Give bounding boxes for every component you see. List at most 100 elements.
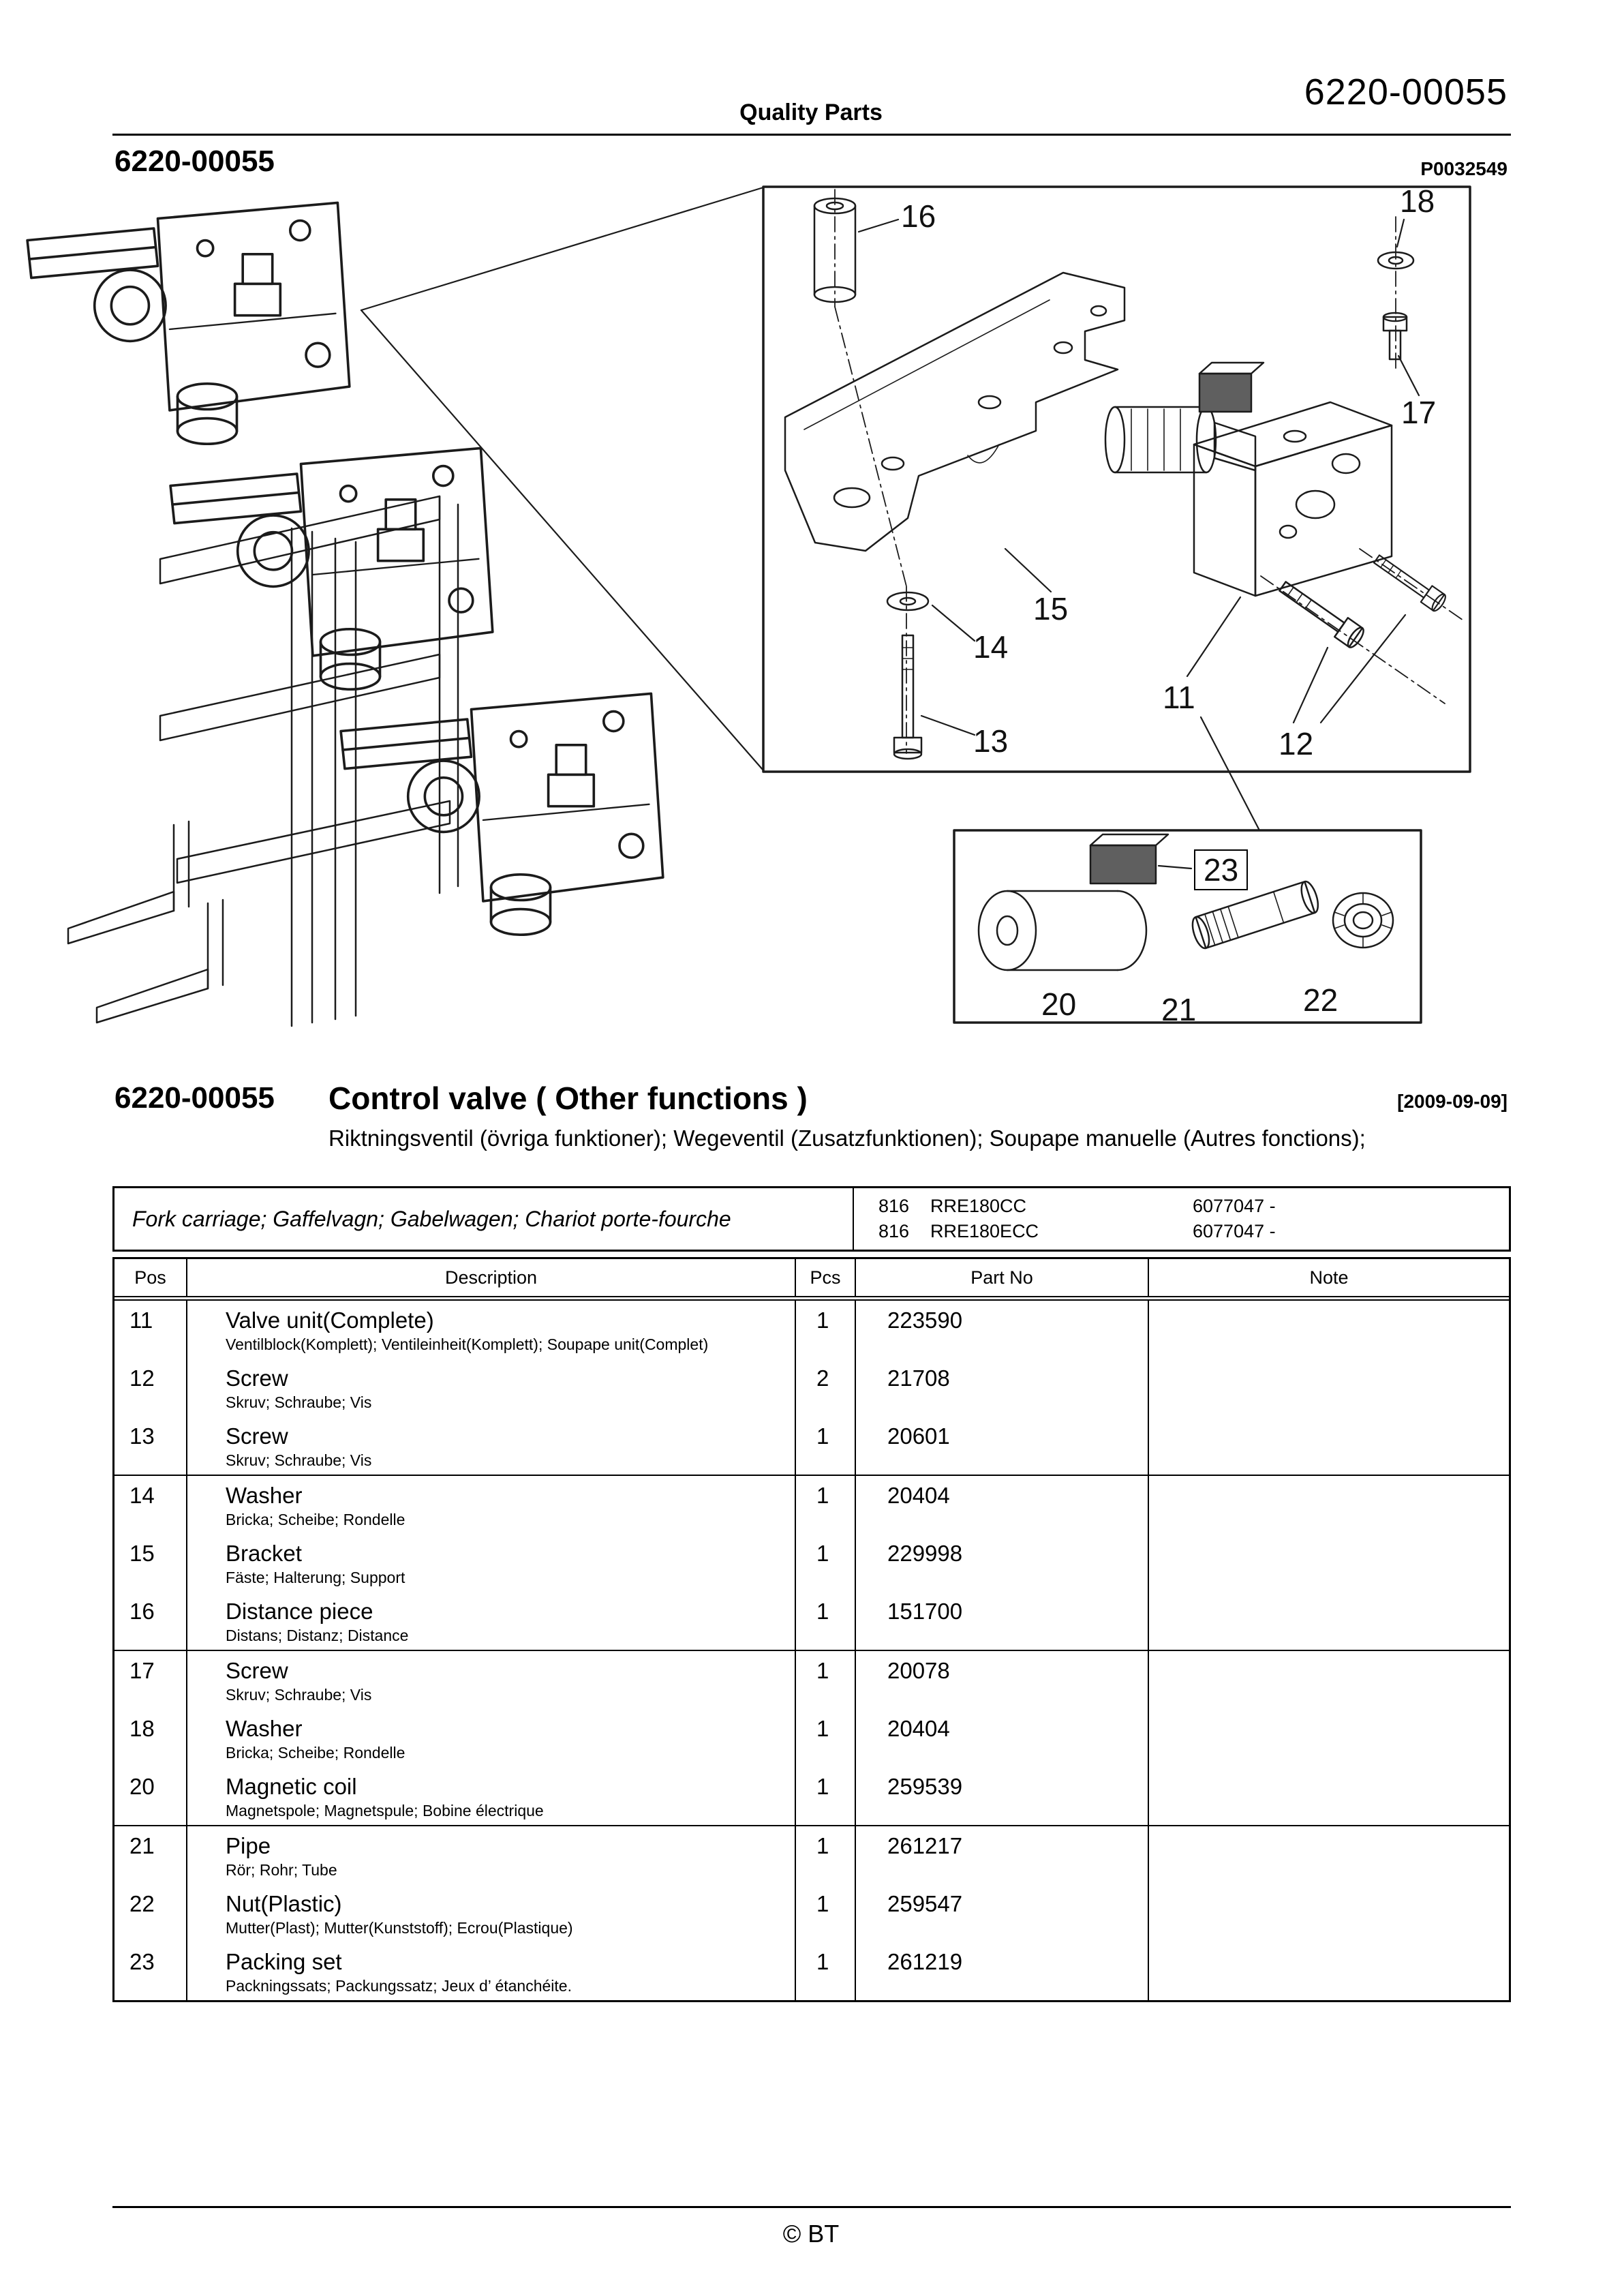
- cell-part-no: 20078: [856, 1651, 1149, 1709]
- cell-pos: 23: [114, 1942, 187, 2000]
- callout-20: 20: [1041, 986, 1077, 1022]
- part-description: Valve unit(Complete): [226, 1308, 434, 1333]
- model-header: Fork carriage; Gaffelvagn; Gabelwagen; C…: [112, 1186, 1511, 1252]
- magnetic-coil-drawing: [977, 833, 1169, 971]
- cell-pcs: 1: [796, 1826, 856, 1884]
- cell-pcs: 1: [796, 1301, 856, 1359]
- cell-description: Valve unit(Complete) Ventilblock(Komplet…: [187, 1301, 796, 1359]
- cell-part-no: 151700: [856, 1592, 1149, 1650]
- table-row: 12 Screw Skruv; Schraube; Vis 2 21708: [114, 1359, 1509, 1417]
- callout-14: 14: [973, 629, 1009, 665]
- cell-note: [1149, 1651, 1509, 1709]
- cell-description: Washer Bricka; Scheibe; Rondelle: [187, 1709, 796, 1767]
- nut-drawing: [1332, 892, 1394, 949]
- section-subtitle: Riktningsventil (övriga funktioner); Weg…: [328, 1126, 1366, 1151]
- assembly-drawing-2: [169, 447, 494, 691]
- assembly-drawing-1: [26, 201, 351, 446]
- part-description-i18n: Skruv; Schraube; Vis: [226, 1393, 372, 1411]
- table-row: 16 Distance piece Distans; Distanz; Dist…: [114, 1592, 1509, 1650]
- footer-rule: [112, 2206, 1511, 2208]
- part-description: Washer: [226, 1483, 303, 1508]
- cell-note: [1149, 1942, 1509, 2000]
- cell-description: Screw Skruv; Schraube; Vis: [187, 1651, 796, 1709]
- fork-carriage-drawing: [67, 495, 459, 1027]
- part-description: Distance piece: [226, 1599, 373, 1624]
- part-description: Bracket: [226, 1541, 302, 1566]
- cell-note: [1149, 1417, 1509, 1475]
- cell-pos: 14: [114, 1476, 187, 1534]
- model-code: 816: [878, 1221, 910, 1241]
- table-row: 21 Pipe Rör; Rohr; Tube 1 261217: [114, 1826, 1509, 1884]
- cell-part-no: 20404: [856, 1709, 1149, 1767]
- row-group: 14 Washer Bricka; Scheibe; Rondelle 1 20…: [114, 1475, 1509, 1650]
- part-description: Nut(Plastic): [226, 1891, 342, 1916]
- part-description: Screw: [226, 1423, 288, 1449]
- col-header-description: Description: [187, 1259, 796, 1296]
- cell-pos: 11: [114, 1301, 187, 1359]
- cell-description: Screw Skruv; Schraube; Vis: [187, 1359, 796, 1417]
- model-name: RRE180CC: [930, 1196, 1027, 1216]
- cell-description: Screw Skruv; Schraube; Vis: [187, 1417, 796, 1475]
- parts-table: Fork carriage; Gaffelvagn; Gabelwagen; C…: [112, 1186, 1511, 2002]
- callout-16: 16: [901, 198, 936, 234]
- cell-part-no: 20404: [856, 1476, 1149, 1534]
- model-header-models: 816 RRE180CC 6077047 - 816 RRE180ECC 607…: [854, 1188, 1509, 1250]
- double-rule: [114, 1297, 1509, 1301]
- cell-part-no: 223590: [856, 1301, 1149, 1359]
- col-header-pos: Pos: [114, 1259, 187, 1296]
- cell-pcs: 1: [796, 1709, 856, 1767]
- cell-note: [1149, 1709, 1509, 1767]
- cell-note: [1149, 1359, 1509, 1417]
- cell-pos: 21: [114, 1826, 187, 1884]
- washer14-screw13-drawing: [886, 586, 930, 760]
- cell-part-no: 229998: [856, 1534, 1149, 1592]
- row-group: 11 Valve unit(Complete) Ventilblock(Komp…: [114, 1301, 1509, 1475]
- cell-description: Bracket Fäste; Halterung; Support: [187, 1534, 796, 1592]
- cell-pcs: 1: [796, 1884, 856, 1942]
- part-description-i18n: Fäste; Halterung; Support: [226, 1569, 406, 1586]
- cell-pcs: 1: [796, 1592, 856, 1650]
- table-row: 13 Screw Skruv; Schraube; Vis 1 20601: [114, 1417, 1509, 1475]
- cell-description: Pipe Rör; Rohr; Tube: [187, 1826, 796, 1884]
- screws12-drawing: [1260, 548, 1466, 704]
- cell-pcs: 1: [796, 1651, 856, 1709]
- column-header-row: Pos Description Pcs Part No Note: [114, 1259, 1509, 1297]
- part-description-i18n: Packningssats; Packungssatz; Jeux d’ éta…: [226, 1977, 572, 1995]
- cell-pos: 16: [114, 1592, 187, 1650]
- cell-pos: 17: [114, 1651, 187, 1709]
- part-description-i18n: Skruv; Schraube; Vis: [226, 1686, 372, 1704]
- cell-pos: 13: [114, 1417, 187, 1475]
- part-description-i18n: Bricka; Scheibe; Rondelle: [226, 1511, 406, 1528]
- header-doc-number: 6220-00055: [1304, 72, 1508, 112]
- cell-part-no: 261219: [856, 1942, 1149, 2000]
- row-group: 21 Pipe Rör; Rohr; Tube 1 261217 22 Nut(…: [114, 1825, 1509, 2000]
- table-row: 17 Screw Skruv; Schraube; Vis 1 20078: [114, 1651, 1509, 1709]
- part-description: Magnetic coil: [226, 1774, 357, 1799]
- table-row: 18 Washer Bricka; Scheibe; Rondelle 1 20…: [114, 1709, 1509, 1767]
- part-description-i18n: Bricka; Scheibe; Rondelle: [226, 1744, 406, 1762]
- callout-12: 12: [1279, 726, 1314, 761]
- part-description: Pipe: [226, 1833, 271, 1858]
- part-description: Packing set: [226, 1949, 342, 1974]
- section-number: 6220-00055: [114, 1081, 275, 1115]
- part-description-i18n: Skruv; Schraube; Vis: [226, 1451, 372, 1469]
- cell-pcs: 2: [796, 1359, 856, 1417]
- cell-description: Packing set Packningssats; Packungssatz;…: [187, 1942, 796, 2000]
- cell-pcs: 1: [796, 1767, 856, 1825]
- callout-13: 13: [973, 723, 1009, 759]
- cell-part-no: 21708: [856, 1359, 1149, 1417]
- footer-brand: © BT: [782, 2220, 840, 2248]
- model-serial: 6077047 -: [1193, 1221, 1276, 1241]
- cell-pcs: 1: [796, 1417, 856, 1475]
- parts-list: Pos Description Pcs Part No Note 11 Valv…: [112, 1257, 1511, 2002]
- cell-note: [1149, 1534, 1509, 1592]
- table-row: 22 Nut(Plastic) Mutter(Plast); Mutter(Ku…: [114, 1884, 1509, 1942]
- row-group: 17 Screw Skruv; Schraube; Vis 1 20078 18…: [114, 1650, 1509, 1825]
- table-row: 23 Packing set Packningssats; Packungssa…: [114, 1942, 1509, 2000]
- callout-22: 22: [1303, 982, 1338, 1018]
- table-row: 14 Washer Bricka; Scheibe; Rondelle 1 20…: [114, 1476, 1509, 1534]
- cell-description: Nut(Plastic) Mutter(Plast); Mutter(Kunst…: [187, 1884, 796, 1942]
- header-quality-parts: Quality Parts: [739, 100, 883, 125]
- model-name: RRE180ECC: [930, 1221, 1039, 1241]
